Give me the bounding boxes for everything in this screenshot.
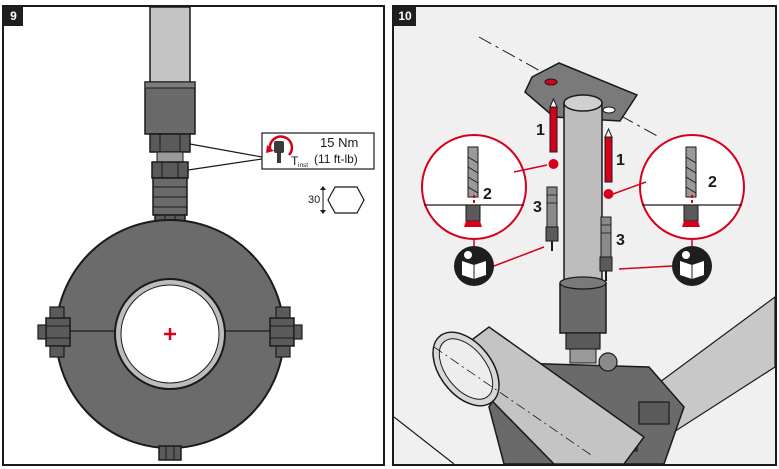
detail-leader-line [513,164,548,173]
step-number-badge: 9 [4,7,23,26]
panel-step-9: 9 [2,5,385,466]
ceiling-anchor-drawing: 1 2 3 1 2 3 [394,36,775,464]
coupling-sleeve [144,81,196,135]
torque-value-metric: 15 Nm [320,135,358,150]
manual-leader-line [493,246,545,267]
drill-detail-left [421,134,527,240]
torque-symbol: T [291,154,299,168]
hanger-rod [563,102,603,289]
callout-2-left: 2 [483,186,492,203]
step-number-badge: 10 [394,7,416,26]
pipe [447,326,646,464]
anchor-bolt-icon [599,216,613,281]
manual-leader-line [618,265,673,270]
drill-detail-right [639,134,745,240]
right-clamp-bolt [269,306,303,358]
panel-step-10: 10 [392,5,777,466]
lower-hex-nut [151,161,189,179]
wrench-size-label: 30 [308,194,320,206]
drill-marker-left [548,97,559,169]
coupling-sleeve [559,282,607,334]
pipe-clamp-drawing: T inst 15 Nm (11 ft-lb) 30 [37,7,375,461]
anchor-bolt-icon [545,186,559,251]
threaded-rod [149,7,191,86]
torque-leader-line [187,158,263,171]
hex-nut-icon [327,186,365,214]
bottom-nut [158,445,182,461]
callout-3-left: 3 [533,199,542,216]
callout-2-right: 2 [708,174,717,191]
read-manual-icon [672,246,712,286]
callout-1-right: 1 [616,152,625,169]
left-clamp-bolt [37,306,71,358]
read-manual-icon [454,246,494,286]
torque-value-imperial: (11 ft-lb) [314,152,358,166]
detail-leader-line [612,181,647,195]
drill-bit-icon [464,146,482,227]
callout-3-right: 3 [616,232,625,249]
torque-leader-line [189,143,263,158]
callout-1-left: 1 [536,122,545,139]
torque-wrench-icon [266,135,294,163]
torque-subscript: inst [298,162,308,169]
drill-marker-right [603,127,614,199]
drill-bit-icon [682,146,700,227]
upper-hex-nut [149,133,191,153]
center-mark [164,328,176,340]
